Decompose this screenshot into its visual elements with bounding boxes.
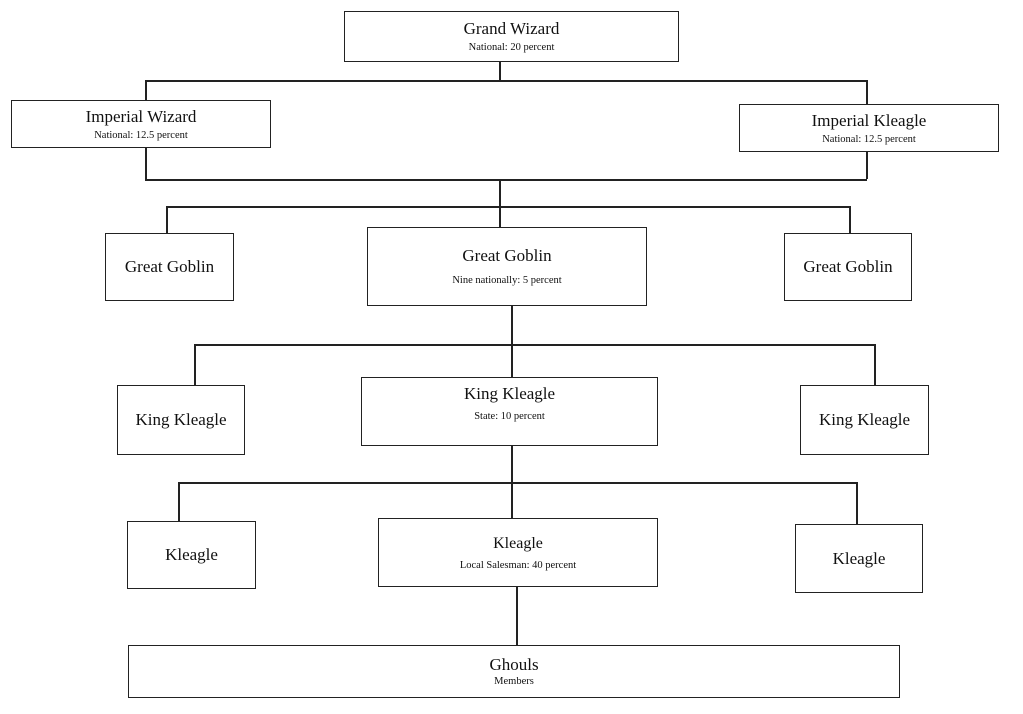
great-goblin-right-box: Great Goblin [784,233,912,301]
kleagle-right-title: Kleagle [832,548,886,568]
connector-line [145,80,147,100]
imperial-wizard-subtitle: National: 12.5 percent [94,129,188,141]
kleagle-left-box: Kleagle [127,521,256,589]
connector-line [849,206,851,233]
kleagle-center-title: Kleagle [493,534,543,552]
connector-line [194,344,875,346]
ghouls-title: Ghouls [489,655,539,674]
kleagle-center-box: Kleagle Local Salesman: 40 percent [378,518,658,587]
connector-line [499,179,501,227]
connector-line [145,80,867,82]
imperial-kleagle-title: Imperial Kleagle [811,110,927,130]
king-kleagle-center-box: King Kleagle State: 10 percent [361,377,658,446]
great-goblin-right-title: Great Goblin [803,257,893,276]
connector-line [516,587,518,645]
king-kleagle-center-subtitle: State: 10 percent [474,411,545,422]
king-kleagle-right-box: King Kleagle [800,385,929,455]
king-kleagle-left-box: King Kleagle [117,385,245,455]
connector-line [178,482,857,484]
kleagle-center-subtitle: Local Salesman: 40 percent [459,559,577,571]
great-goblin-left-box: Great Goblin [105,233,234,301]
connector-line [499,62,501,80]
imperial-wizard-title: Imperial Wizard [85,106,197,126]
connector-line [145,179,867,181]
imperial-kleagle-subtitle: National: 12.5 percent [822,133,916,145]
ghouls-box: Ghouls Members [128,645,900,698]
connector-line [856,482,858,524]
connector-line [511,306,513,377]
king-kleagle-left-title: King Kleagle [135,410,227,429]
king-kleagle-center-title: King Kleagle [463,384,556,403]
grand-wizard-subtitle: National: 20 percent [468,42,555,53]
grand-wizard-title: Grand Wizard [463,19,560,38]
connector-line [874,344,876,385]
connector-line [866,152,868,179]
connector-line [145,148,147,179]
great-goblin-center-box: Great Goblin Nine nationally: 5 percent [367,227,647,306]
connector-line [866,80,868,104]
connector-line [166,206,850,208]
great-goblin-center-subtitle: Nine nationally: 5 percent [452,275,562,286]
grand-wizard-box: Grand Wizard National: 20 percent [344,11,679,62]
king-kleagle-right-title: King Kleagle [818,410,911,429]
imperial-wizard-box: Imperial Wizard National: 12.5 percent [11,100,271,148]
connector-line [166,206,168,233]
ghouls-subtitle: Members [494,676,534,687]
imperial-kleagle-box: Imperial Kleagle National: 12.5 percent [739,104,999,152]
great-goblin-center-title: Great Goblin [462,246,552,265]
kleagle-left-title: Kleagle [165,545,218,564]
connector-line [194,344,196,385]
great-goblin-left-title: Great Goblin [124,257,215,276]
connector-line [178,482,180,521]
kleagle-right-box: Kleagle [795,524,923,593]
